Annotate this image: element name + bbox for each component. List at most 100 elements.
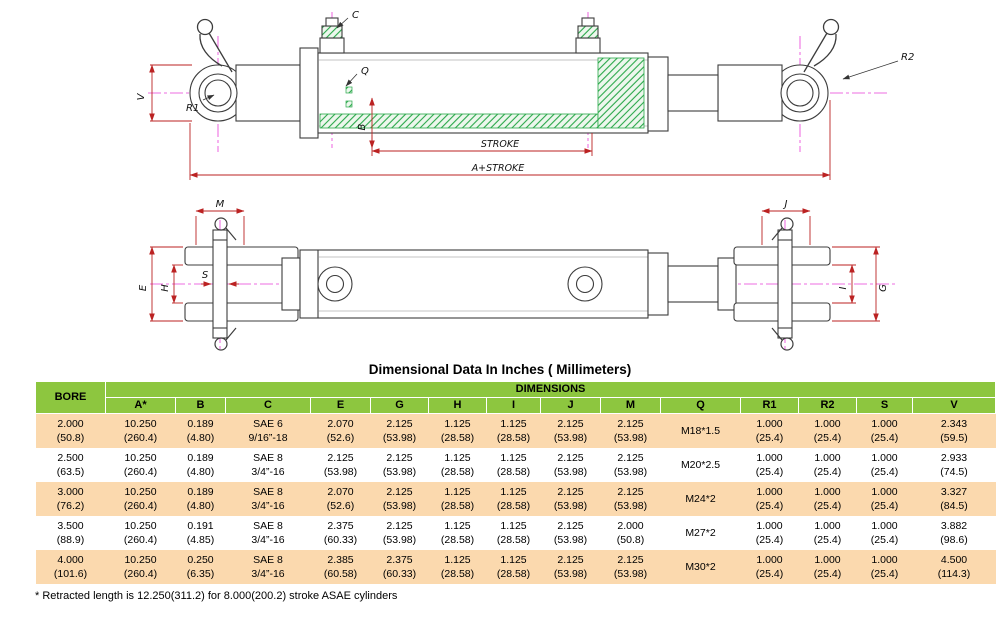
cell-q: M30*2 <box>660 550 741 584</box>
clevis-pin-left-plan <box>212 229 228 339</box>
col-header-q: Q <box>660 397 741 414</box>
label-c: C <box>352 10 359 21</box>
rod-gland <box>647 56 669 132</box>
label-g: G <box>878 284 889 292</box>
table-row: 2.000(50.8)10.250(260.4)0.189(4.80)SAE 6… <box>35 413 996 448</box>
cell-b: 0.189(4.80) <box>175 448 226 482</box>
cell-s: 1.000(25.4) <box>856 550 913 584</box>
cell-e: 2.385(60.58) <box>310 550 371 584</box>
cell-r2: 1.000(25.4) <box>798 413 857 448</box>
cell-v: 3.882(98.6) <box>912 516 996 550</box>
table-row: 4.000(101.6)10.250(260.4)0.250(6.35)SAE … <box>35 550 996 584</box>
cell-bore: 2.500(63.5) <box>35 448 106 482</box>
cell-r1: 1.000(25.4) <box>740 482 799 516</box>
rod-neck <box>667 74 719 112</box>
cell-e: 2.070(52.6) <box>310 413 371 448</box>
col-header-a: A* <box>105 397 176 414</box>
cell-j: 2.125(53.98) <box>540 550 601 584</box>
label-s: S <box>202 270 209 281</box>
col-header-e: E <box>310 397 371 414</box>
cell-j: 2.125(53.98) <box>540 482 601 516</box>
dimensions-table: BORE DIMENSIONS A* B C E G H I J M Q R1 … <box>35 381 997 584</box>
dimensions-header: DIMENSIONS <box>104 381 997 398</box>
col-header-g: G <box>370 397 429 414</box>
right-clevis-block <box>717 64 783 122</box>
label-v: V <box>136 92 147 100</box>
cell-b: 0.250(6.35) <box>175 550 226 584</box>
cylinder-cap <box>299 47 319 139</box>
cell-v: 4.500(114.3) <box>912 550 996 584</box>
cell-g: 2.125(53.98) <box>370 482 429 516</box>
cell-g: 2.125(53.98) <box>370 448 429 482</box>
cell-i: 1.125(28.58) <box>486 550 541 584</box>
seal-detail <box>345 100 353 108</box>
cell-m: 2.125(53.98) <box>600 413 661 448</box>
piston-section <box>597 57 645 129</box>
port-fitting-left <box>319 17 345 54</box>
cell-h: 1.125(28.58) <box>428 482 487 516</box>
cell-h: 1.125(28.58) <box>428 413 487 448</box>
label-r2: R2 <box>901 52 914 63</box>
cell-h: 1.125(28.58) <box>428 448 487 482</box>
cell-r1: 1.000(25.4) <box>740 550 799 584</box>
label-stroke: STROKE <box>481 139 519 150</box>
dimension-lines <box>149 64 880 322</box>
cell-h: 1.125(28.58) <box>428 516 487 550</box>
cell-j: 2.125(53.98) <box>540 448 601 482</box>
cell-j: 2.125(53.98) <box>540 413 601 448</box>
cell-bore: 4.000(101.6) <box>35 550 106 584</box>
label-b: B <box>357 123 368 130</box>
cell-r2: 1.000(25.4) <box>798 482 857 516</box>
cell-r2: 1.000(25.4) <box>798 550 857 584</box>
cell-a: 10.250(260.4) <box>105 482 176 516</box>
cell-b: 0.189(4.80) <box>175 413 226 448</box>
col-header-m: M <box>600 397 661 414</box>
label-a-stroke: A+STROKE <box>471 163 525 174</box>
cell-i: 1.125(28.58) <box>486 482 541 516</box>
cell-a: 10.250(260.4) <box>105 550 176 584</box>
table-row: 3.500(88.9)10.250(260.4)0.191(4.85)SAE 8… <box>35 516 996 550</box>
cell-j: 2.125(53.98) <box>540 516 601 550</box>
left-fork-arm-top <box>184 246 299 266</box>
cell-a: 10.250(260.4) <box>105 413 176 448</box>
technical-drawing: C Q R1 R2 V B STROKE A+STROKE M J E H S … <box>136 10 914 351</box>
port-fitting-right <box>575 17 601 54</box>
cell-v: 3.327(84.5) <box>912 482 996 516</box>
cell-e: 2.070(52.6) <box>310 482 371 516</box>
label-m: M <box>216 199 225 210</box>
cell-q: M24*2 <box>660 482 741 516</box>
cell-g: 2.125(53.98) <box>370 516 429 550</box>
cell-s: 1.000(25.4) <box>856 516 913 550</box>
cell-m: 2.125(53.98) <box>600 550 661 584</box>
bore-header: BORE <box>35 381 106 414</box>
clevis-pin-right-plan <box>777 229 793 339</box>
cell-s: 1.000(25.4) <box>856 482 913 516</box>
col-header-r1: R1 <box>740 397 799 414</box>
col-header-v: V <box>911 397 997 414</box>
col-header-h: H <box>428 397 487 414</box>
footnote: * Retracted length is 12.250(311.2) for … <box>35 590 398 602</box>
cell-g: 2.375(60.33) <box>370 550 429 584</box>
label-h: H <box>160 284 171 292</box>
cell-m: 2.125(53.98) <box>600 448 661 482</box>
label-e: E <box>138 284 149 291</box>
table-row: 2.500(63.5)10.250(260.4)0.189(4.80)SAE 8… <box>35 448 996 482</box>
cell-m: 2.000(50.8) <box>600 516 661 550</box>
cell-v: 2.343(59.5) <box>912 413 996 448</box>
cell-q: M27*2 <box>660 516 741 550</box>
cell-r2: 1.000(25.4) <box>798 516 857 550</box>
cell-r1: 1.000(25.4) <box>740 413 799 448</box>
cylinder-side-view <box>189 17 840 139</box>
cell-bore: 3.000(76.2) <box>35 482 106 516</box>
leader-lines <box>202 17 899 101</box>
cell-m: 2.125(53.98) <box>600 482 661 516</box>
col-header-c: C <box>225 397 311 414</box>
cell-e: 2.125(53.98) <box>310 448 371 482</box>
col-header-b: B <box>175 397 226 414</box>
cell-i: 1.125(28.58) <box>486 413 541 448</box>
